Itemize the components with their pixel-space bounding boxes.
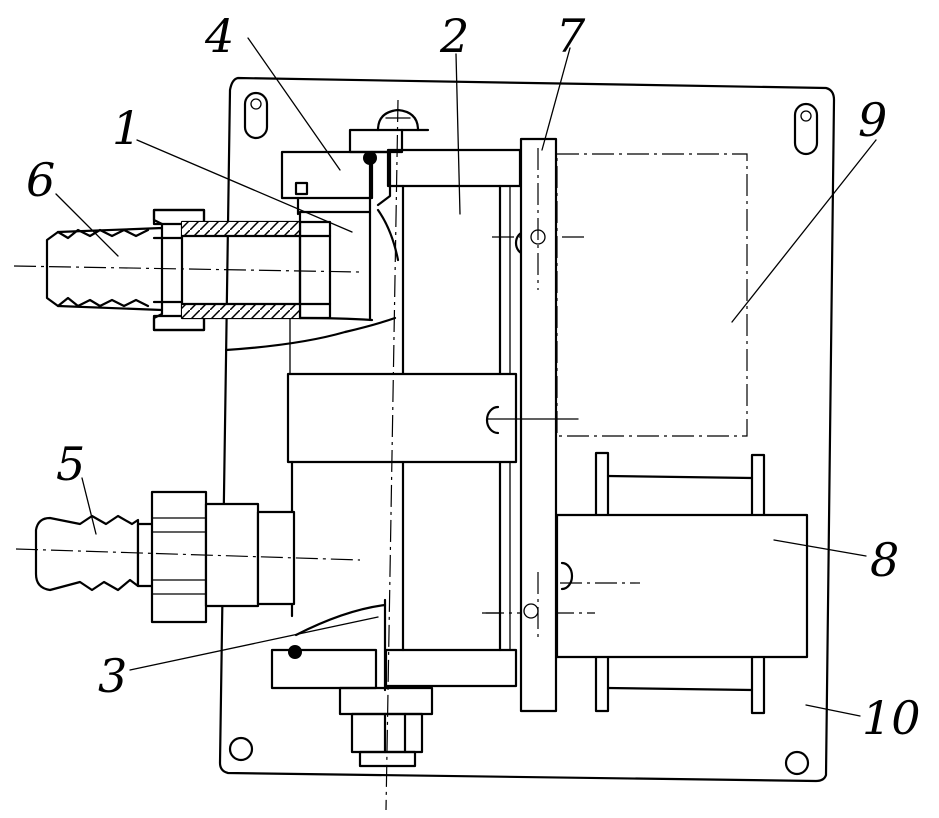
- cross-body: [286, 315, 579, 512]
- centre-lines: [13, 99, 399, 811]
- leader-lines: [55, 37, 877, 717]
- callout-9: 9: [858, 93, 887, 147]
- callout-8: 8: [870, 533, 899, 587]
- callout-2: 2: [439, 9, 469, 63]
- upper-hose-fitting: [45, 208, 332, 332]
- leader-6: [55, 193, 119, 257]
- callout-7: 7: [556, 9, 586, 63]
- callout-6: 6: [26, 153, 55, 207]
- lower-port-housing: [290, 508, 434, 768]
- callout-10: 10: [862, 691, 921, 745]
- callout-3: 3: [98, 649, 127, 703]
- callout-5: 5: [56, 437, 85, 491]
- leader-9: [731, 139, 877, 323]
- keyhole-slot-left: [243, 91, 269, 140]
- leader-3: [129, 616, 379, 671]
- base-plate: [218, 76, 836, 783]
- upper-seal: [280, 150, 392, 207]
- leader-1: [136, 139, 353, 233]
- callout-4: 4: [204, 9, 234, 63]
- keyhole-slot-right: [793, 102, 819, 156]
- mounting-hole-right: [784, 750, 810, 776]
- callout-1: 1: [112, 101, 141, 155]
- lower-seal: [270, 645, 378, 690]
- upper-component-box: [556, 153, 748, 437]
- leader-8: [773, 539, 867, 557]
- leader-2: [455, 53, 461, 215]
- upper-port-housing: [224, 108, 430, 352]
- lower-hose-fitting: [34, 490, 296, 624]
- leader-5: [81, 477, 97, 535]
- leader-4: [247, 37, 341, 171]
- callout-labels: 1 2 3 4 5 6 7 8 9 10: [26, 9, 921, 745]
- bracket: [519, 137, 558, 713]
- mounting-hole-left: [228, 736, 254, 762]
- leader-7: [541, 47, 571, 151]
- leader-10: [805, 704, 861, 717]
- coil-assembly: [555, 451, 809, 715]
